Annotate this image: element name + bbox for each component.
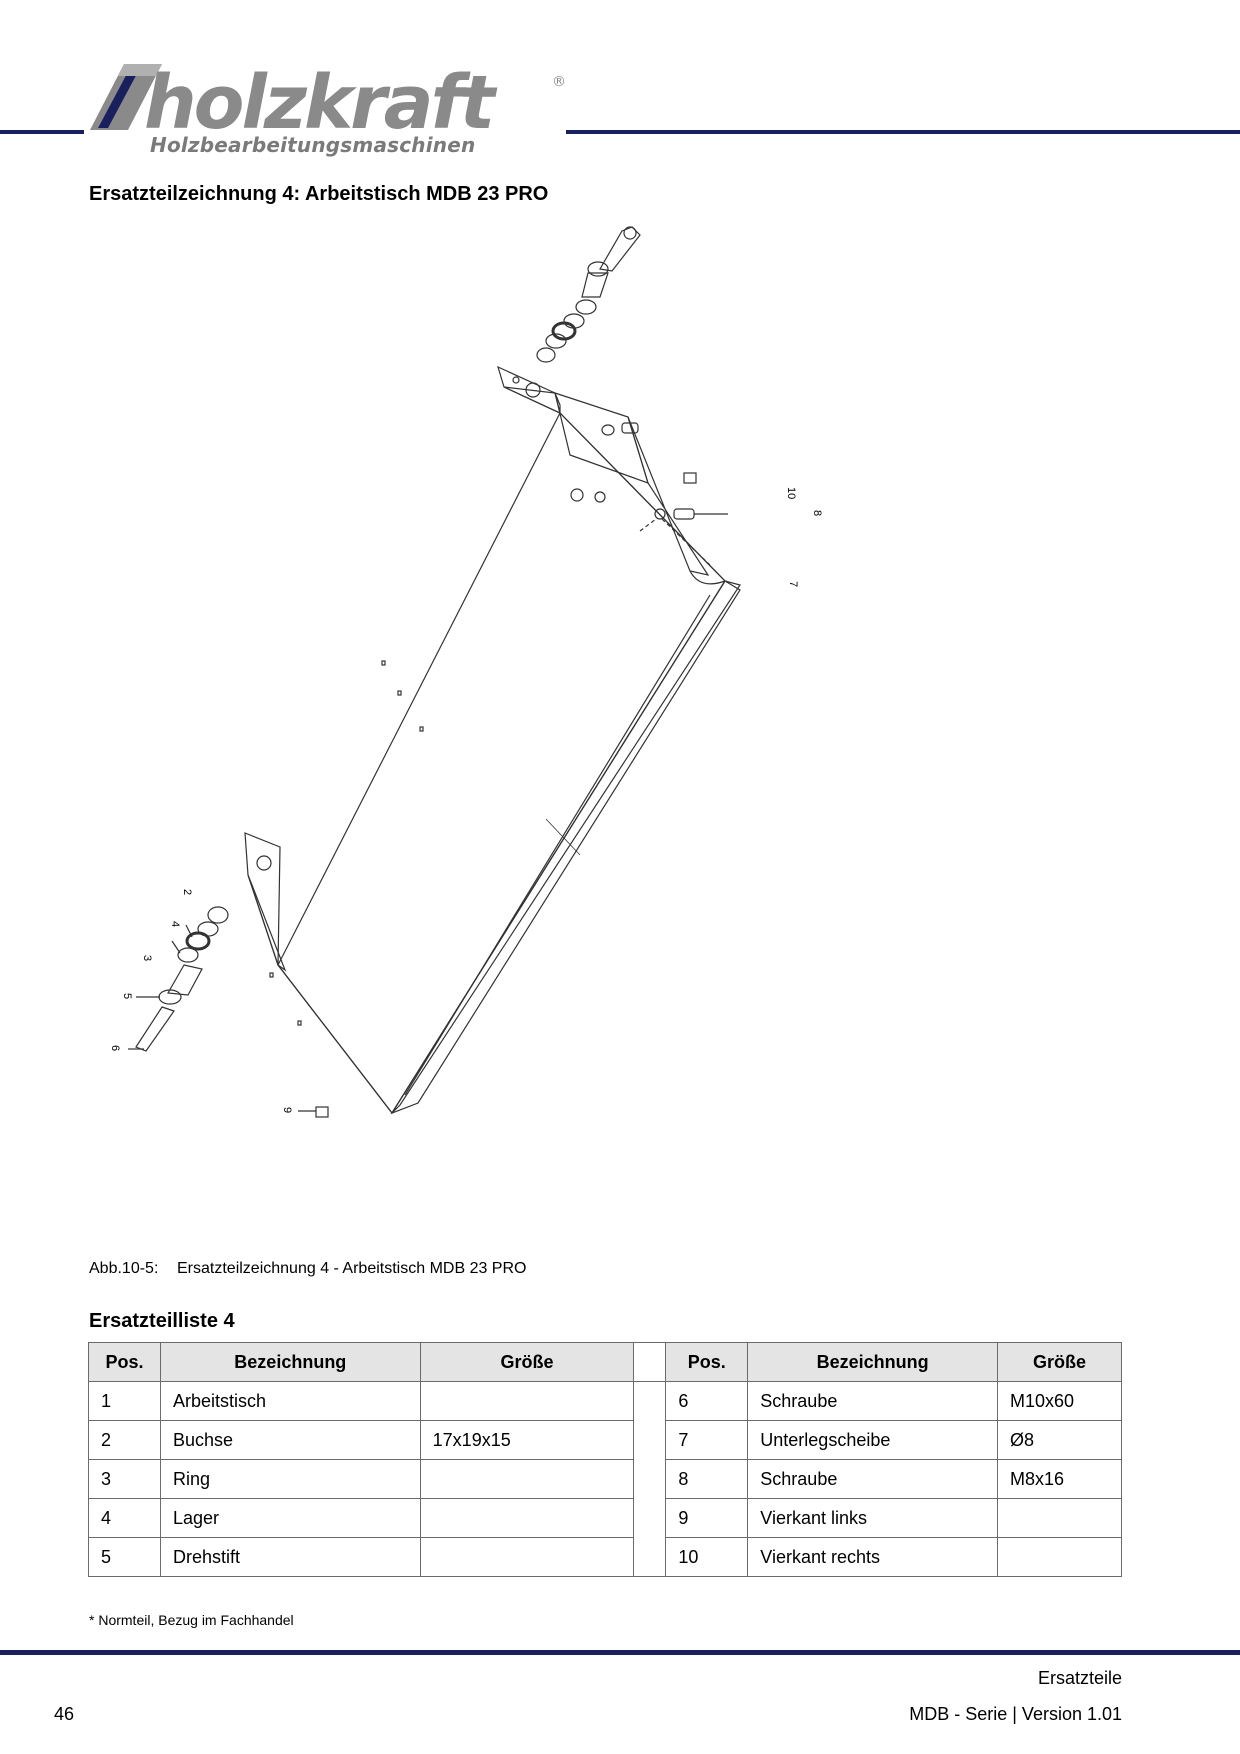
bottom-square-part <box>298 1106 329 1118</box>
table-gap <box>633 1381 667 1577</box>
logo-registered-mark: ® <box>552 74 566 90</box>
cell-name: Arbeitstisch <box>159 1381 421 1421</box>
callout-10: 10 <box>785 487 797 499</box>
table-header-row: Pos. Bezeichnung Größe Pos. Bezeichnung … <box>88 1342 1122 1382</box>
cell-name: Buchse <box>159 1420 421 1460</box>
figure-caption-label: Abb.10-5: <box>89 1260 159 1277</box>
cell-pos: 6 <box>665 1381 749 1421</box>
figure-caption-text: Ersatzteilzeichnung 4 - Arbeitstisch MDB… <box>177 1260 527 1277</box>
top-bolt-stack <box>536 226 641 363</box>
cell-size <box>419 1459 635 1499</box>
callout-7: 7 <box>787 581 799 587</box>
callout-4: 4 <box>169 921 181 927</box>
bottom-bolt-stack <box>128 906 229 1052</box>
callout-2: 2 <box>181 889 193 895</box>
callout-6: 6 <box>109 1045 121 1051</box>
table-gap <box>633 1342 667 1382</box>
table-row: 5 Drehstift 10 Vierkant rechts <box>88 1537 1122 1577</box>
cell-size <box>997 1498 1122 1538</box>
cell-name: Vierkant links <box>747 1498 999 1538</box>
cell-size: M8x16 <box>997 1459 1122 1499</box>
cell-pos: 7 <box>665 1420 749 1460</box>
footer-section-label: Ersatzteile <box>1037 1668 1122 1688</box>
table-row: 4 Lager 9 Vierkant links <box>88 1498 1122 1538</box>
cell-pos: 8 <box>665 1459 749 1499</box>
parts-table: Pos. Bezeichnung Größe Pos. Bezeichnung … <box>88 1342 1122 1577</box>
cell-pos: 4 <box>88 1498 161 1538</box>
logo-wordmark: holzkraft <box>144 60 498 146</box>
header-rule-left <box>0 130 84 134</box>
footnote: * Normteil, Bezug im Fachhandel <box>89 1612 294 1628</box>
cell-name: Schraube <box>747 1381 999 1421</box>
logo-emblem-icon <box>90 64 162 130</box>
table-row: 2 Buchse 17x19x15 7 Unterlegscheibe Ø8 <box>88 1420 1122 1460</box>
header-pos: Pos. <box>665 1342 749 1382</box>
header-name: Bezeichnung <box>747 1342 999 1382</box>
cell-size: M10x60 <box>997 1381 1122 1421</box>
header-size: Größe <box>997 1342 1122 1382</box>
figure-caption: Abb.10-5: Ersatzteilzeichnung 4 - Arbeits… <box>89 1260 526 1278</box>
cell-pos: 10 <box>665 1537 749 1577</box>
footer-doc-version: MDB - Serie | Version 1.01 <box>909 1704 1122 1724</box>
exploded-parts-drawing <box>128 226 741 1118</box>
table-row: 1 Arbeitstisch 6 Schraube M10x60 <box>88 1381 1122 1577</box>
parts-list-title: Ersatzteilliste 4 <box>89 1310 235 1332</box>
worktable-body <box>244 365 741 1115</box>
brand-logo: holzkraft ® <box>90 60 566 146</box>
footer-rule <box>0 1650 1240 1655</box>
cell-name: Drehstift <box>159 1537 421 1577</box>
header-name: Bezeichnung <box>159 1342 421 1382</box>
table-row: 3 Ring 8 Schraube M8x16 <box>88 1459 1122 1499</box>
cell-pos: 5 <box>88 1537 161 1577</box>
callout-3: 3 <box>141 955 153 961</box>
header-size: Größe <box>419 1342 635 1382</box>
cell-pos: 3 <box>88 1459 161 1499</box>
page-number: 46 <box>54 1704 75 1724</box>
callout-8: 8 <box>811 510 823 516</box>
cell-name: Lager <box>159 1498 421 1538</box>
header-pos: Pos. <box>88 1342 161 1382</box>
logo-tagline: Holzbearbeitungsmaschinen <box>150 133 476 157</box>
cell-size <box>419 1381 635 1421</box>
cell-size: 17x19x15 <box>419 1420 635 1460</box>
drawing-callouts: 10 8 7 2 4 3 5 6 9 <box>109 487 823 1113</box>
cell-pos: 9 <box>665 1498 749 1538</box>
cell-size <box>419 1498 635 1538</box>
header-rule-right <box>566 130 1240 134</box>
callout-5: 5 <box>121 993 133 999</box>
side-screw-parts <box>601 422 728 566</box>
cell-name: Unterlegscheibe <box>747 1420 999 1460</box>
cell-name: Ring <box>159 1459 421 1499</box>
cell-pos: 1 <box>88 1381 161 1421</box>
cell-size <box>419 1537 635 1577</box>
cell-size <box>997 1537 1122 1577</box>
callout-9: 9 <box>281 1107 293 1113</box>
cell-name: Schraube <box>747 1459 999 1499</box>
cell-name: Vierkant rechts <box>747 1537 999 1577</box>
cell-size: Ø8 <box>997 1420 1122 1460</box>
page-title: Ersatzteilzeichnung 4: Arbeitstisch MDB … <box>89 183 549 205</box>
cell-pos: 2 <box>88 1420 161 1460</box>
